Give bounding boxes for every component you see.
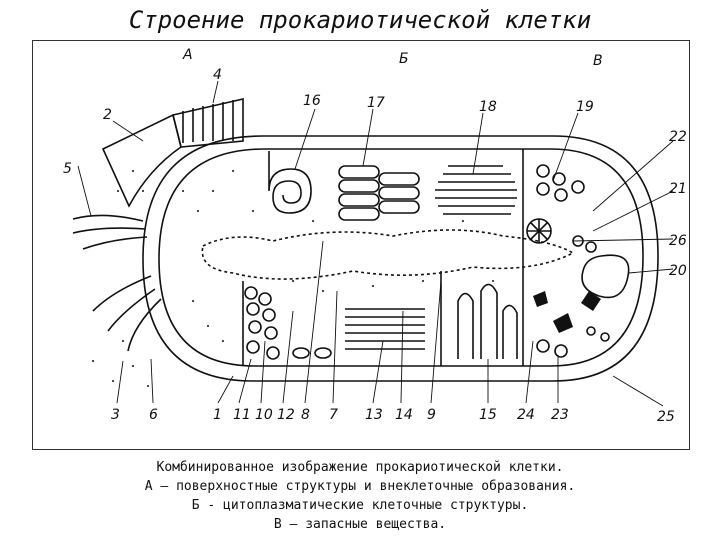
- label-5: 5: [63, 161, 72, 177]
- nucleoid: [201, 229, 575, 280]
- section-letter-b: Б: [399, 51, 409, 67]
- cell-diagram-svg: А Б В 4 2 16 17 18 19 22 5 21 26 20 3 6 …: [63, 47, 687, 425]
- reserve-vacuole: [581, 254, 630, 299]
- caption-line-1: Комбинированное изображение прокариотиче…: [156, 460, 564, 475]
- label-14: 14: [395, 407, 413, 423]
- label-1: 1: [213, 407, 222, 423]
- label-3: 3: [111, 407, 120, 423]
- label-4: 4: [213, 67, 222, 83]
- label-9: 9: [427, 407, 436, 423]
- cell-diagram: А Б В 4 2 16 17 18 19 22 5 21 26 20 3 6 …: [32, 40, 690, 450]
- label-11: 11: [233, 407, 251, 423]
- figure-caption: Комбинированное изображение прокариотиче…: [40, 458, 680, 534]
- label-17: 17: [367, 95, 385, 111]
- section-letter-v: В: [593, 53, 603, 69]
- label-24: 24: [517, 407, 535, 423]
- label-22: 22: [669, 129, 687, 145]
- caption-line-4: В – запасные вещества.: [273, 517, 447, 532]
- label-12: 12: [277, 407, 295, 423]
- label-21: 21: [669, 181, 687, 197]
- cell-membrane: [158, 148, 644, 367]
- label-23: 23: [551, 407, 569, 423]
- section-letter-a: А: [182, 47, 193, 63]
- label-25: 25: [657, 409, 675, 425]
- label-16: 16: [303, 93, 321, 109]
- capsule-sector: [101, 113, 182, 208]
- label-20: 20: [669, 263, 687, 279]
- label-13: 13: [365, 407, 383, 423]
- label-6: 6: [149, 407, 158, 423]
- label-2: 2: [103, 107, 112, 123]
- cell-wall-outer: [142, 135, 659, 382]
- label-18: 18: [479, 99, 497, 115]
- label-15: 15: [479, 407, 497, 423]
- page-title: Строение прокариотической клетки: [128, 6, 592, 34]
- label-19: 19: [576, 99, 594, 115]
- mesosome: [268, 151, 312, 214]
- label-10: 10: [255, 407, 273, 423]
- caption-line-2: А – поверхностные структуры и внеклеточн…: [144, 479, 576, 494]
- surface-layer: [172, 97, 244, 148]
- label-26: 26: [669, 233, 687, 249]
- label-7: 7: [329, 407, 338, 423]
- caption-line-3: Б - цитоплазматические клеточные структу…: [191, 498, 529, 513]
- flagellum: [72, 214, 144, 222]
- label-8: 8: [301, 407, 310, 423]
